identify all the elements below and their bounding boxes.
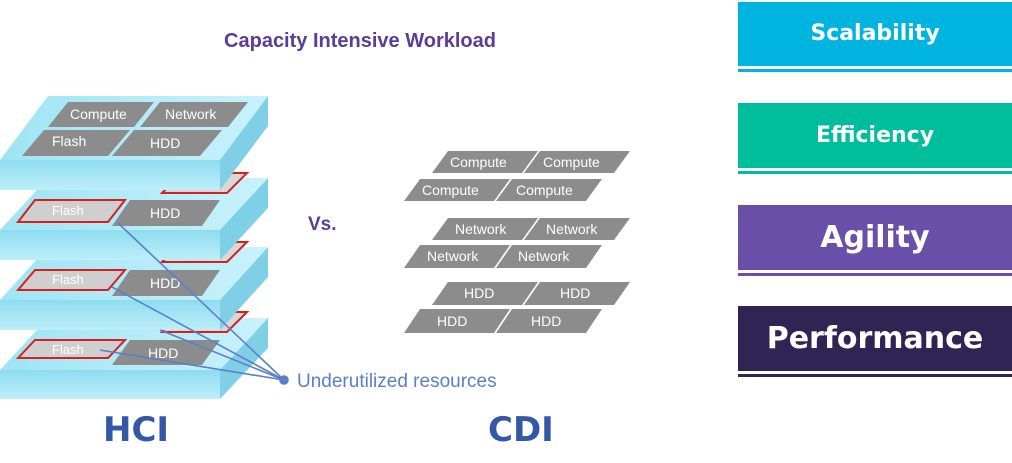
svg-text:HDD: HDD: [560, 285, 590, 301]
hci-layer-4-flash-label: Flash: [52, 342, 84, 357]
svg-text:Compute: Compute: [516, 182, 573, 198]
benefit-performance-underline: [738, 374, 1012, 377]
hci-layer-2-flash: [15, 199, 128, 223]
underutilized-arrows: [99, 222, 289, 385]
svg-text:Compute: Compute: [422, 182, 479, 198]
hci-layer-2-flash-label: Flash: [52, 203, 84, 218]
hci-label: HCI: [103, 410, 170, 450]
hci-layer-3-flash: [15, 269, 128, 291]
diagram-title: Capacity Intensive Workload: [224, 30, 496, 52]
svg-text:Compute: Compute: [450, 154, 507, 170]
benefit-agility: Agility: [738, 205, 1012, 276]
hci-network-label: Network: [165, 106, 217, 122]
benefit-scalability: Scalability: [738, 2, 1012, 72]
hci-layer-4-hdd-label: HDD: [148, 345, 178, 361]
hci-flash-label: Flash: [52, 133, 86, 149]
hci-layer-3-hdd-label: HDD: [150, 275, 180, 291]
hci-compute-label: Compute: [70, 106, 127, 122]
cdi-hdd-pool: HDD HDD HDD HDD: [404, 282, 630, 333]
benefit-scalability-label: Scalability: [810, 21, 940, 46]
hci-hdd-label: HDD: [150, 135, 180, 151]
hci-layer-3-hdd: [112, 270, 220, 296]
benefit-efficiency-underline: [738, 171, 1012, 174]
hci-flash-block: [22, 130, 130, 156]
svg-text:HDD: HDD: [437, 313, 467, 329]
benefit-scalability-underline: [738, 69, 1012, 72]
vs-label: Vs.: [308, 214, 337, 235]
annotation-dot: [279, 375, 289, 385]
cdi-compute-pool: Compute Compute Compute Compute: [404, 151, 630, 201]
svg-text:Network: Network: [518, 248, 570, 264]
svg-text:HDD: HDD: [531, 313, 561, 329]
benefit-performance-label: Performance: [766, 321, 984, 356]
svg-text:Network: Network: [455, 221, 507, 237]
hci-layer-3-flash-label: Flash: [52, 272, 84, 287]
hci-hdd-block: [112, 130, 222, 156]
benefit-efficiency-label: Efficiency: [815, 123, 935, 148]
hci-network-block: [140, 102, 248, 127]
svg-text:HDD: HDD: [464, 285, 494, 301]
hci-layer-4: rk Flash HDD: [0, 311, 268, 399]
svg-text:Network: Network: [427, 248, 479, 264]
cdi-network-pool: Network Network Network Network: [404, 218, 630, 268]
benefit-agility-label: Agility: [820, 220, 930, 255]
cdi-label: CDI: [488, 410, 554, 450]
svg-text:Network: Network: [546, 221, 598, 237]
benefit-agility-underline: [738, 273, 1012, 276]
benefit-efficiency: Efficiency: [738, 103, 1012, 174]
hci-layer-4-flash: [15, 339, 128, 359]
svg-text:Compute: Compute: [543, 154, 600, 170]
hci-layer-2-hdd: [112, 200, 220, 226]
hci-layer-2-hdd-label: HDD: [150, 205, 180, 221]
hci-layer-4-hdd: [112, 340, 220, 365]
benefit-performance: Performance: [738, 306, 1012, 377]
underutilized-label: Underutilized resources: [297, 371, 497, 392]
hci-layer-1: Compute Network Flash HDD: [0, 96, 268, 190]
hci-compute-block: [48, 102, 154, 127]
